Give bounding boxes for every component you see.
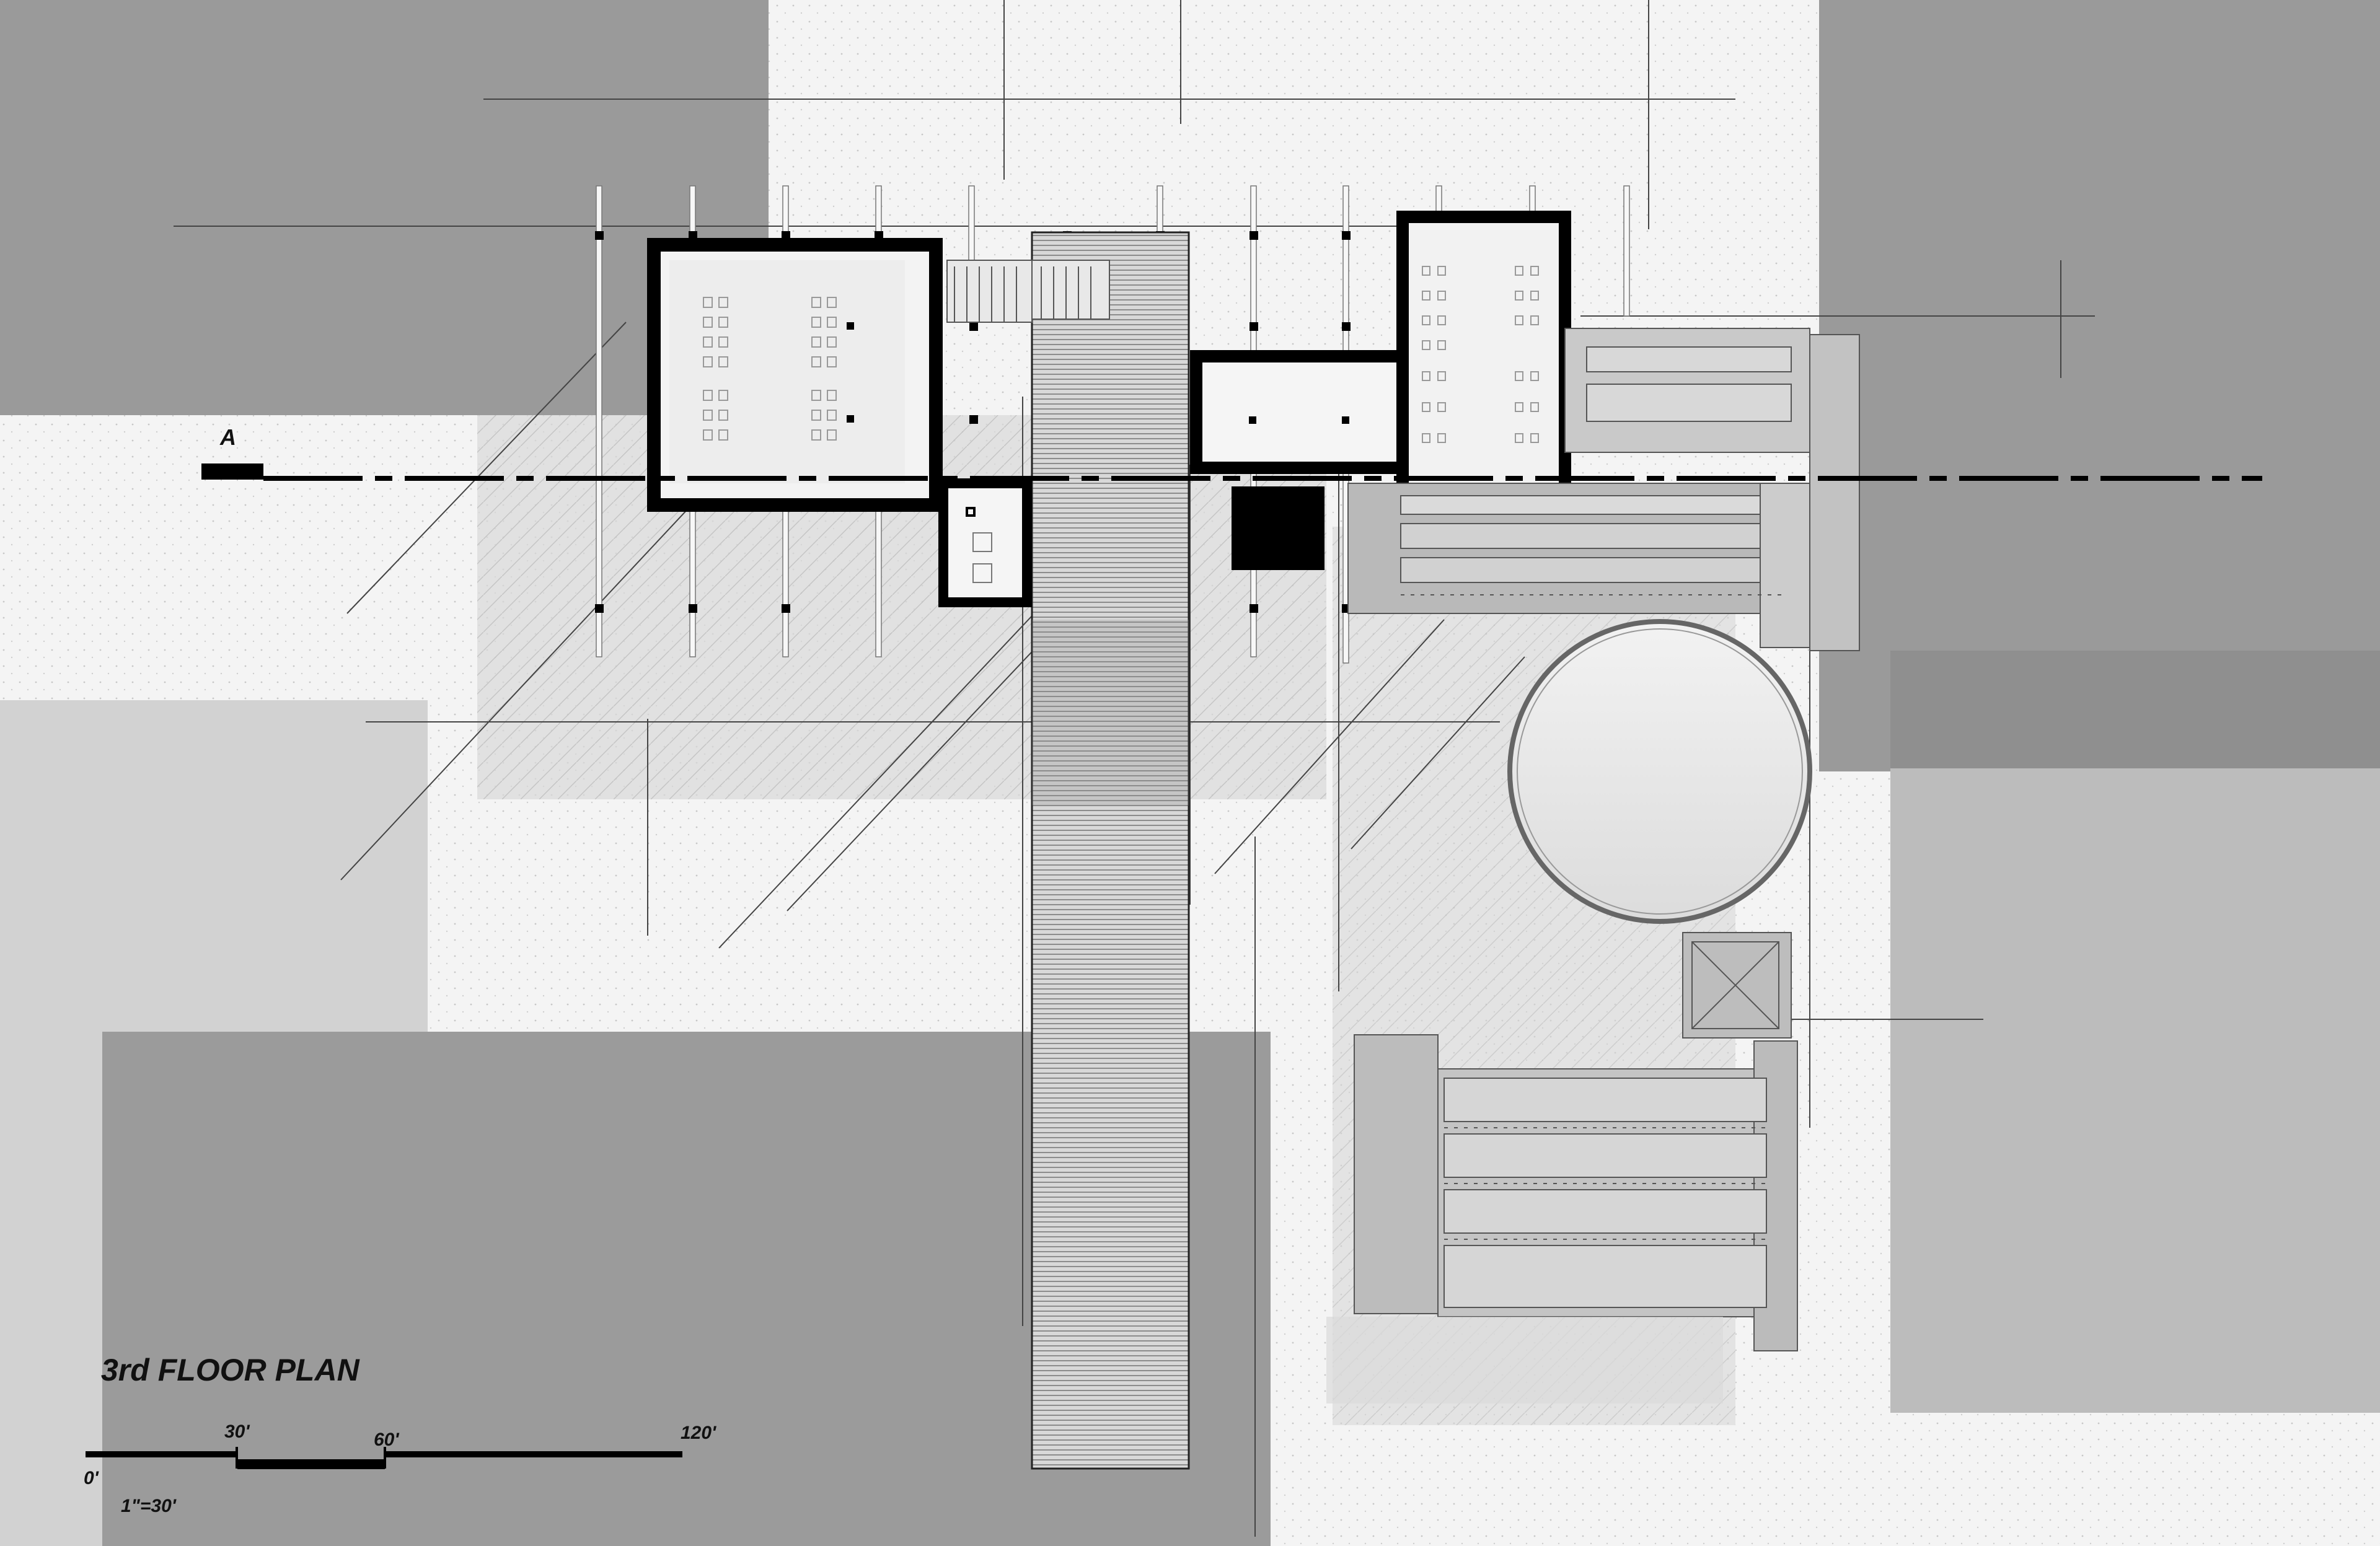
lecture-hall	[647, 238, 943, 512]
grid-lines	[174, 0, 2095, 1537]
small-hall	[1190, 350, 1427, 474]
stair	[946, 260, 1110, 323]
entry-pavilion	[1682, 932, 1792, 1039]
scale-tick-120: 120'	[681, 1423, 716, 1443]
scale-tick-30: 30'	[224, 1421, 250, 1442]
scale-tick-60: 60'	[374, 1430, 399, 1450]
solid-core	[1232, 486, 1324, 570]
drawing-title: 3rd FLOOR PLAN	[101, 1353, 360, 1387]
scale-note: 1"=30'	[121, 1496, 177, 1516]
residential-wing-lower	[1326, 1034, 1798, 1403]
seminar-room	[1396, 211, 1571, 522]
section-cut-line	[201, 463, 2262, 481]
section-marker-label: A	[219, 424, 236, 450]
scale-tick-0: 0'	[84, 1468, 99, 1488]
residential-wing-upper	[1347, 328, 1860, 651]
ramp-walkway	[1031, 231, 1190, 1470]
scale-bar	[86, 1447, 682, 1469]
circular-pavilion	[1507, 619, 1812, 924]
stair-core	[938, 478, 1032, 607]
